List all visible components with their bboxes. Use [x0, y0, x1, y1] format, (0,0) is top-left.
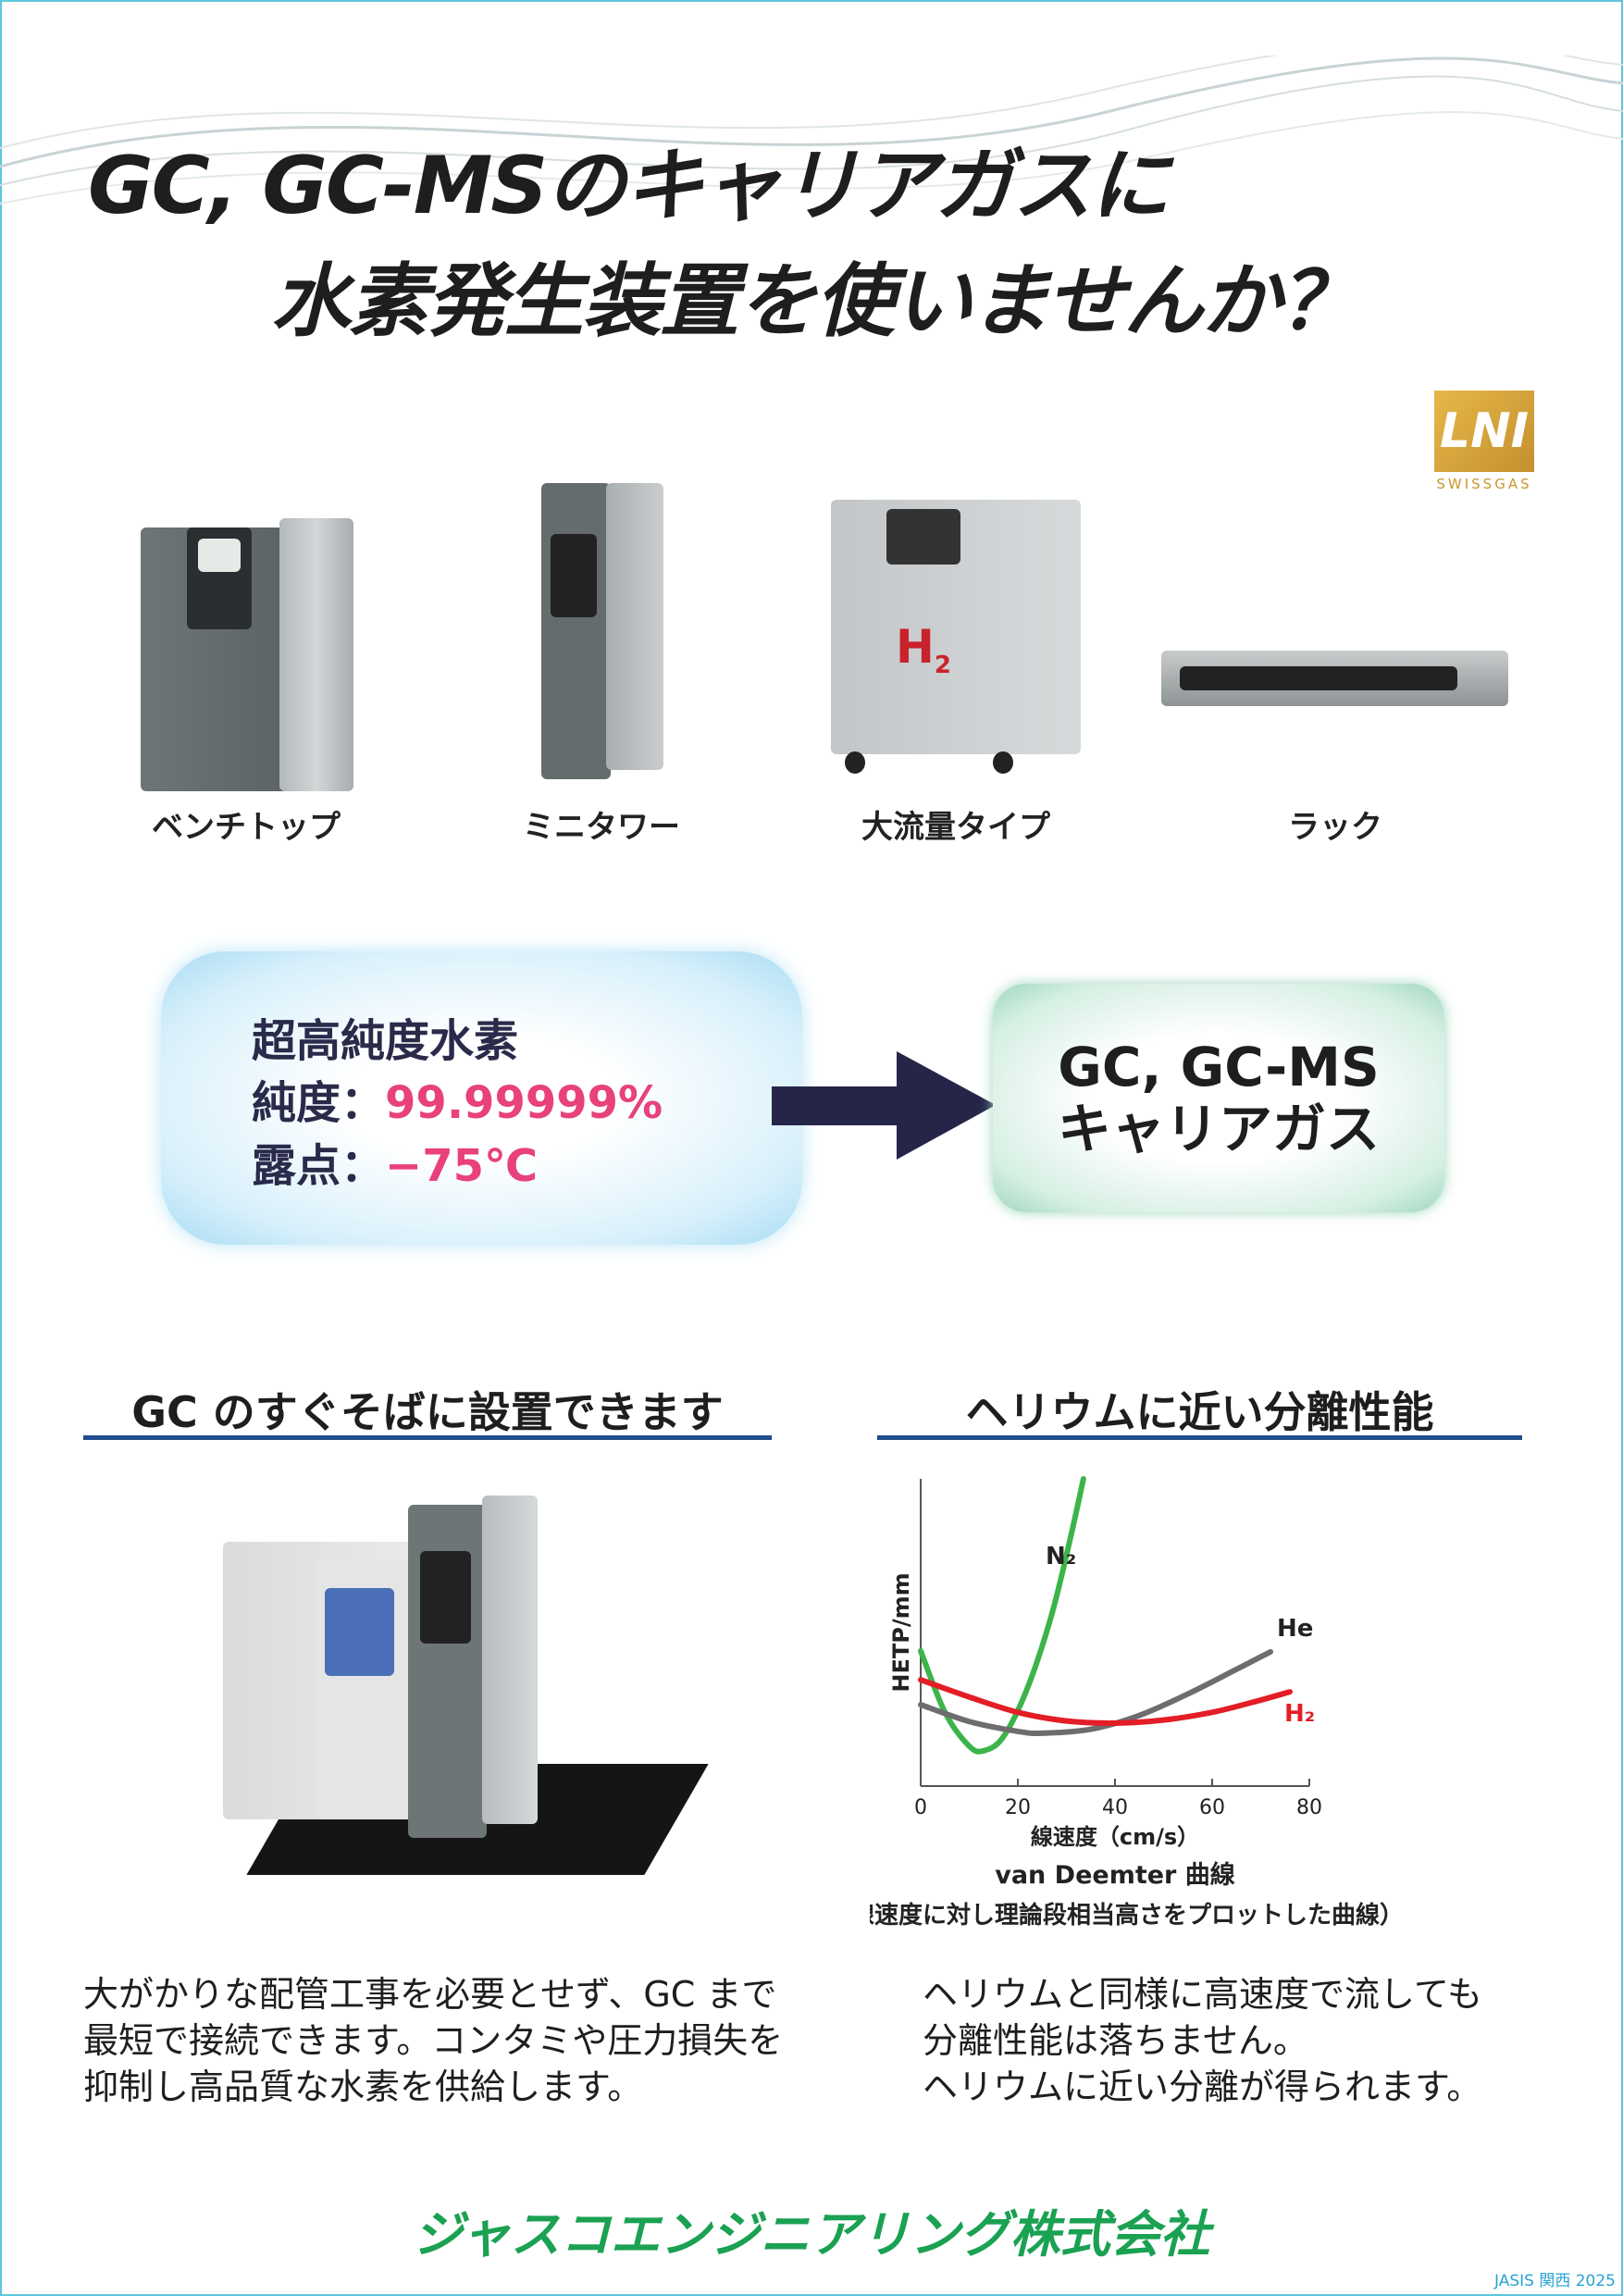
- high-flow-device-image: H2: [831, 500, 1085, 777]
- x-tick-label: 60: [1199, 1796, 1225, 1819]
- x-tick-label: 0: [914, 1796, 927, 1819]
- right-heading-rule: [877, 1435, 1522, 1440]
- logo-subtitle: SWISSGAS: [1436, 476, 1532, 492]
- right-body-line: ヘリウムと同様に高速度で流しても: [923, 1974, 1482, 2015]
- logo-mark: LNI: [1439, 403, 1529, 459]
- carrier-gas-box: GC, GC-MS キャリアガス: [993, 984, 1444, 1212]
- lni-logo: LNI: [1434, 391, 1534, 472]
- right-section-heading: ヘリウムに近い分離性能: [965, 1387, 1434, 1437]
- purity-spec-box: [161, 951, 802, 1245]
- spec-heading: 超高純度水素: [252, 1015, 519, 1067]
- rack-device-image: [1161, 643, 1508, 713]
- title-line-2: 水素発生装置を使いませんか？: [271, 255, 1358, 348]
- right-body-line: 分離性能は落ちません。: [923, 2020, 1308, 2061]
- minitower-device-image: [541, 483, 671, 779]
- x-tick-label: 20: [1005, 1796, 1031, 1819]
- right-body-line: ヘリウムに近い分離が得られます。: [923, 2066, 1482, 2107]
- dew-point-row: 露点：−75℃: [252, 1129, 538, 1194]
- arrow-right-icon: [772, 1051, 996, 1160]
- chart-title: van Deemter 曲線: [995, 1860, 1235, 1890]
- decorative-waves: [0, 56, 1623, 205]
- left-body-text: 大がかりな配管工事を必要とせず、GC まで 最短で接続できます。コンタミや圧力損…: [83, 1971, 783, 2110]
- chart-subtitle: （線速度に対し理論段相当高さをプロットした曲線）: [870, 1901, 1404, 1930]
- x-axis-label: 線速度（cm/s）: [1031, 1824, 1199, 1850]
- carrier-gas-line-2: キャリアガス: [1057, 1097, 1380, 1160]
- product-label-benchtop: ベンチトップ: [152, 809, 341, 846]
- left-body-line: 大がかりな配管工事を必要とせず、GC まで: [83, 1974, 777, 2015]
- series-line-N2: [918, 1476, 1086, 1755]
- product-label-minitower: ミニタワー: [523, 809, 680, 846]
- x-tick-label: 80: [1296, 1796, 1322, 1819]
- purity-row: 純度：99.99999%: [252, 1066, 663, 1131]
- dew-point-label: 露点：: [252, 1140, 386, 1192]
- series-line-H2: [918, 1677, 1293, 1726]
- event-label: JASIS 関西 2025: [1493, 2272, 1616, 2290]
- series-label-H2: H₂: [1284, 1700, 1315, 1728]
- y-axis-label: HETP/mm: [888, 1572, 914, 1692]
- company-name: ジャスコエンジニアリング株式会社: [413, 2205, 1210, 2264]
- series-label-He: He: [1277, 1615, 1313, 1643]
- x-tick-label: 40: [1102, 1796, 1128, 1819]
- gc-with-generator-image: [204, 1486, 709, 1884]
- product-label-high-flow: 大流量タイプ: [861, 809, 1050, 846]
- benchtop-device-image: [141, 518, 353, 791]
- left-section-heading: GC のすぐそばに設置できます: [131, 1387, 724, 1437]
- right-body-text: ヘリウムと同様に高速度で流しても 分離性能は落ちません。 ヘリウムに近い分離が得…: [923, 1971, 1482, 2110]
- dew-point-value: −75℃: [385, 1140, 539, 1192]
- product-label-rack: ラック: [1288, 809, 1382, 846]
- left-body-line: 抑制し高品質な水素を供給します。: [83, 2066, 643, 2107]
- carrier-gas-line-1: GC, GC-MS: [1058, 1035, 1380, 1098]
- purity-label: 純度：: [252, 1077, 386, 1129]
- left-body-line: 最短で接続できます。コンタミや圧力損失を: [83, 2020, 784, 2061]
- series-label-N2: N₂: [1046, 1543, 1076, 1570]
- purity-value: 99.99999%: [385, 1077, 663, 1129]
- left-heading-rule: [83, 1435, 772, 1440]
- title-line-1: GC, GC-MSのキャリアガスに: [88, 140, 1170, 232]
- series-line-He: [918, 1648, 1273, 1737]
